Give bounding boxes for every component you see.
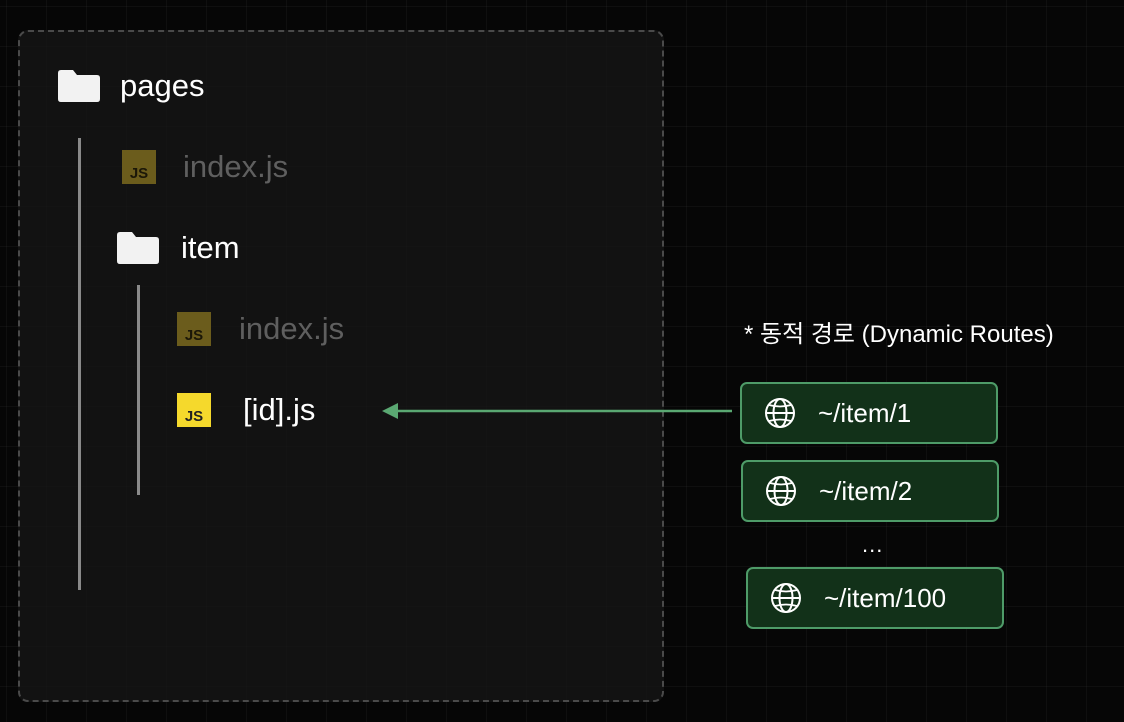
route-label: ~/item/100 xyxy=(824,582,947,613)
file-row-item-index[interactable]: JS index.js xyxy=(177,311,344,347)
js-file-icon: JS xyxy=(177,312,211,346)
tree-line-item xyxy=(137,285,140,495)
route-item-1[interactable]: ~/item/1 xyxy=(740,382,998,444)
folder-icon xyxy=(117,232,159,264)
globe-icon xyxy=(766,476,796,506)
js-file-icon: JS xyxy=(122,150,156,184)
globe-icon xyxy=(765,398,795,428)
file-label-dynamic: [id].js xyxy=(243,392,316,427)
folder-row-item[interactable]: item xyxy=(117,230,240,266)
folder-label-pages: pages xyxy=(120,68,205,103)
tree-line-pages xyxy=(78,138,81,590)
dynamic-routes-note: * 동적 경로 (Dynamic Routes) xyxy=(744,321,1054,348)
folder-label-item: item xyxy=(181,230,240,265)
file-tree-panel xyxy=(18,30,664,702)
js-file-icon: JS xyxy=(177,393,211,427)
file-row-index[interactable]: JS index.js xyxy=(122,149,288,185)
route-label: ~/item/2 xyxy=(819,475,913,506)
route-label: ~/item/1 xyxy=(818,397,912,428)
file-label-index: index.js xyxy=(183,149,289,184)
folder-icon xyxy=(58,70,100,102)
folder-row-pages[interactable]: pages xyxy=(58,68,204,104)
file-row-dynamic[interactable]: JS [id].js xyxy=(177,392,315,428)
route-ellipsis: ... xyxy=(862,532,884,557)
arrow-left-icon xyxy=(382,403,732,419)
globe-icon xyxy=(771,583,801,613)
route-item-100[interactable]: ~/item/100 xyxy=(746,567,1004,629)
route-item-2[interactable]: ~/item/2 xyxy=(741,460,999,522)
file-label-item-index: index.js xyxy=(239,311,345,346)
